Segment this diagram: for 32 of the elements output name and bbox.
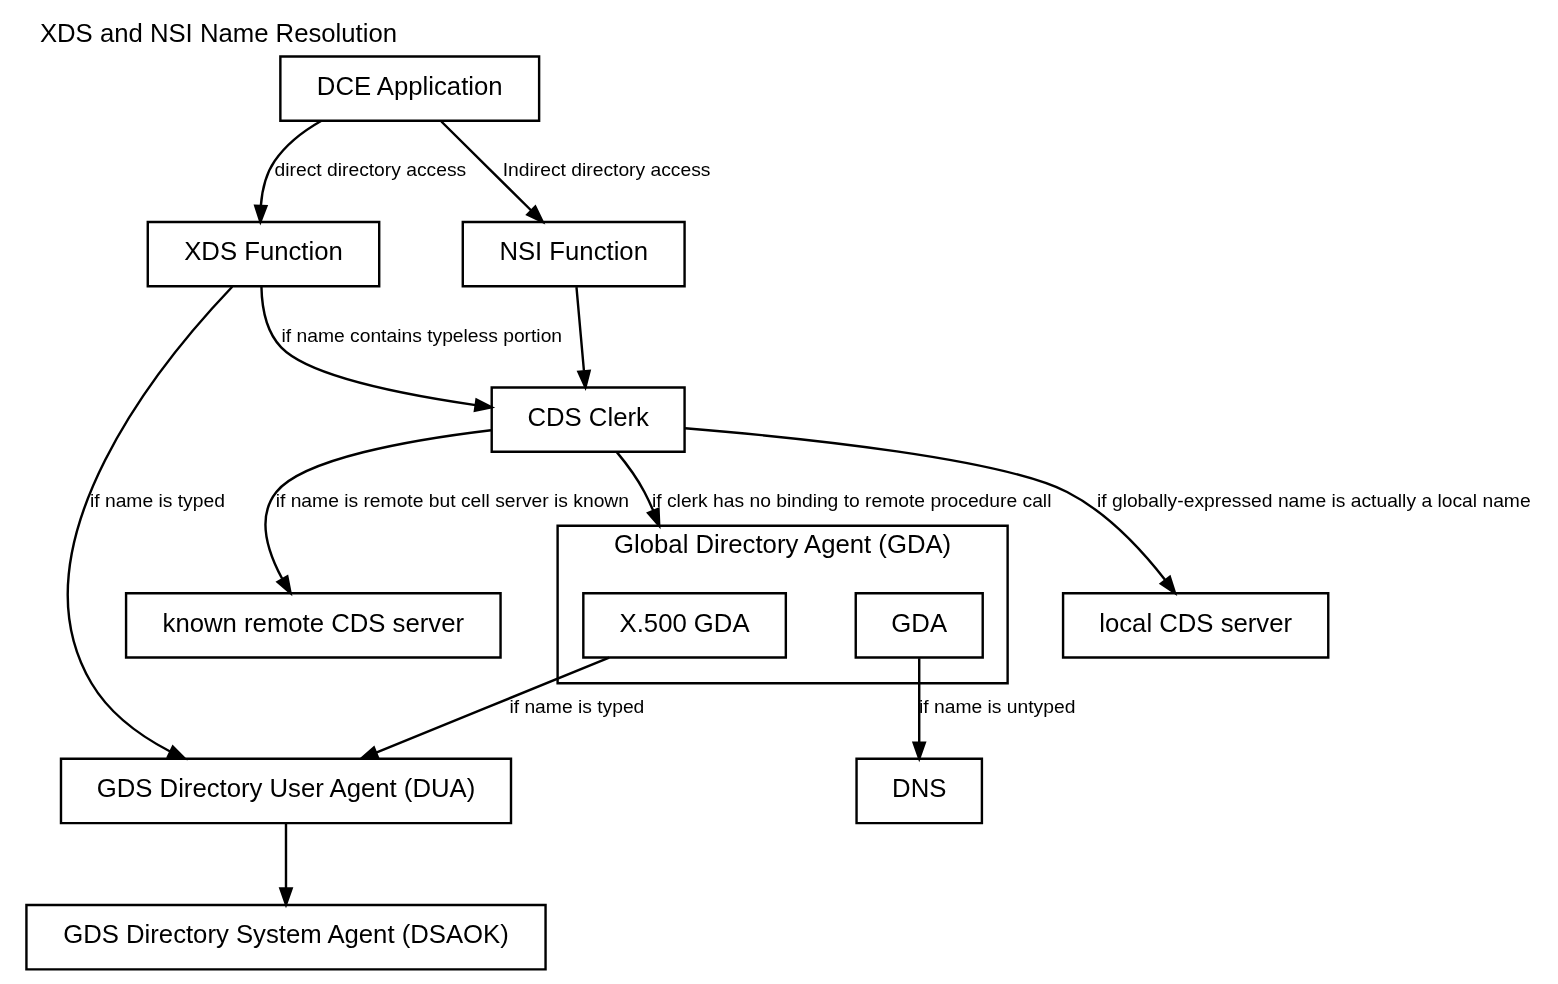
edge-label: if name is untyped — [919, 696, 1076, 718]
diagram-title: XDS and NSI Name Resolution — [39, 18, 398, 47]
arrow — [264, 429, 492, 597]
arrow — [440, 120, 546, 225]
edge-label: if name is remote but cell server is known — [275, 490, 630, 512]
edge-label: if globally-expressed name is actually a local name — [1096, 490, 1531, 512]
node-box: GDS Directory User Agent (DUA) — [59, 757, 513, 825]
arrow — [615, 451, 661, 530]
node-box: DNS — [855, 757, 984, 825]
arrow — [253, 119, 322, 226]
edge-label: if clerk has no binding to remote procedure call — [652, 490, 1052, 512]
node-box: CDS Clerk — [490, 386, 686, 454]
node-box: X.500 GDA — [582, 592, 788, 659]
arrow — [260, 286, 496, 413]
arrow — [278, 823, 294, 909]
node-box: local CDS server — [1061, 592, 1330, 659]
node-box: GDA — [854, 592, 984, 659]
arrow — [575, 286, 592, 392]
edge-label: Indirect directory access — [502, 159, 711, 181]
node-box: DCE Application — [279, 55, 541, 122]
edge-label: direct directory access — [274, 159, 467, 181]
edge-label: if name is typed — [509, 696, 645, 718]
node-box: XDS Function — [146, 220, 381, 288]
node-box: NSI Function — [461, 220, 686, 288]
node-box: GDS Directory System Agent (DSAOK) — [25, 903, 547, 971]
edge-label: if name is typed — [89, 490, 225, 512]
arrow — [911, 658, 927, 763]
node-box: known remote CDS server — [124, 592, 502, 659]
arrow — [684, 427, 1178, 596]
arrow — [357, 656, 610, 761]
edge-label: if name contains typeless portion — [281, 324, 563, 346]
arrow — [67, 285, 234, 761]
